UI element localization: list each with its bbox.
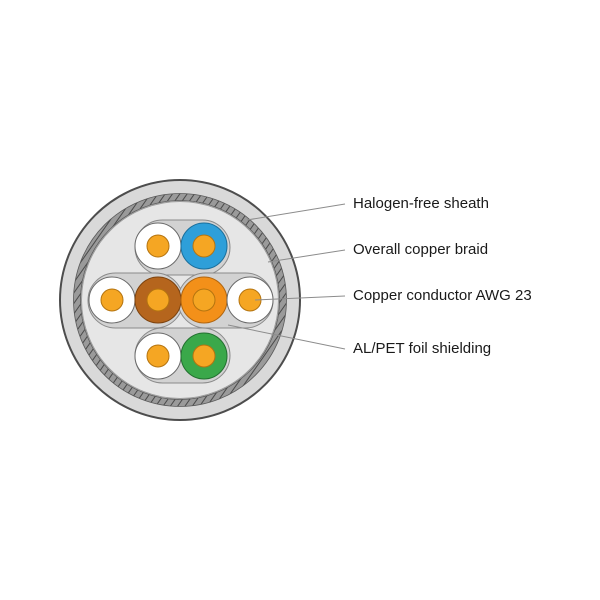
leader-line-braid bbox=[267, 249, 346, 263]
conductor-blue-core bbox=[192, 234, 216, 258]
braid-inner-edge bbox=[80, 200, 280, 400]
conductor-white-top-core bbox=[146, 234, 170, 258]
conductor-white-bottom-core bbox=[146, 344, 170, 368]
overall-copper-braid bbox=[73, 193, 287, 407]
label-copper-conductor: Copper conductor AWG 23 bbox=[353, 287, 532, 304]
label-foil-shielding: AL/PET foil shielding bbox=[353, 340, 492, 357]
label-overall-copper-braid: Overall copper braid bbox=[353, 241, 489, 258]
conductor-brown-core bbox=[146, 288, 170, 312]
braid-outer-edge bbox=[73, 193, 287, 407]
label-halogen-free-sheath: Halogen-free sheath bbox=[353, 195, 489, 212]
conductor-white-left-core bbox=[100, 288, 124, 312]
leader-line-sheath bbox=[246, 203, 346, 221]
leader-line-conductor bbox=[254, 295, 346, 301]
conductor-green-core bbox=[192, 344, 216, 368]
leader-line-foil bbox=[227, 324, 346, 350]
conductor-orange-core bbox=[192, 288, 216, 312]
